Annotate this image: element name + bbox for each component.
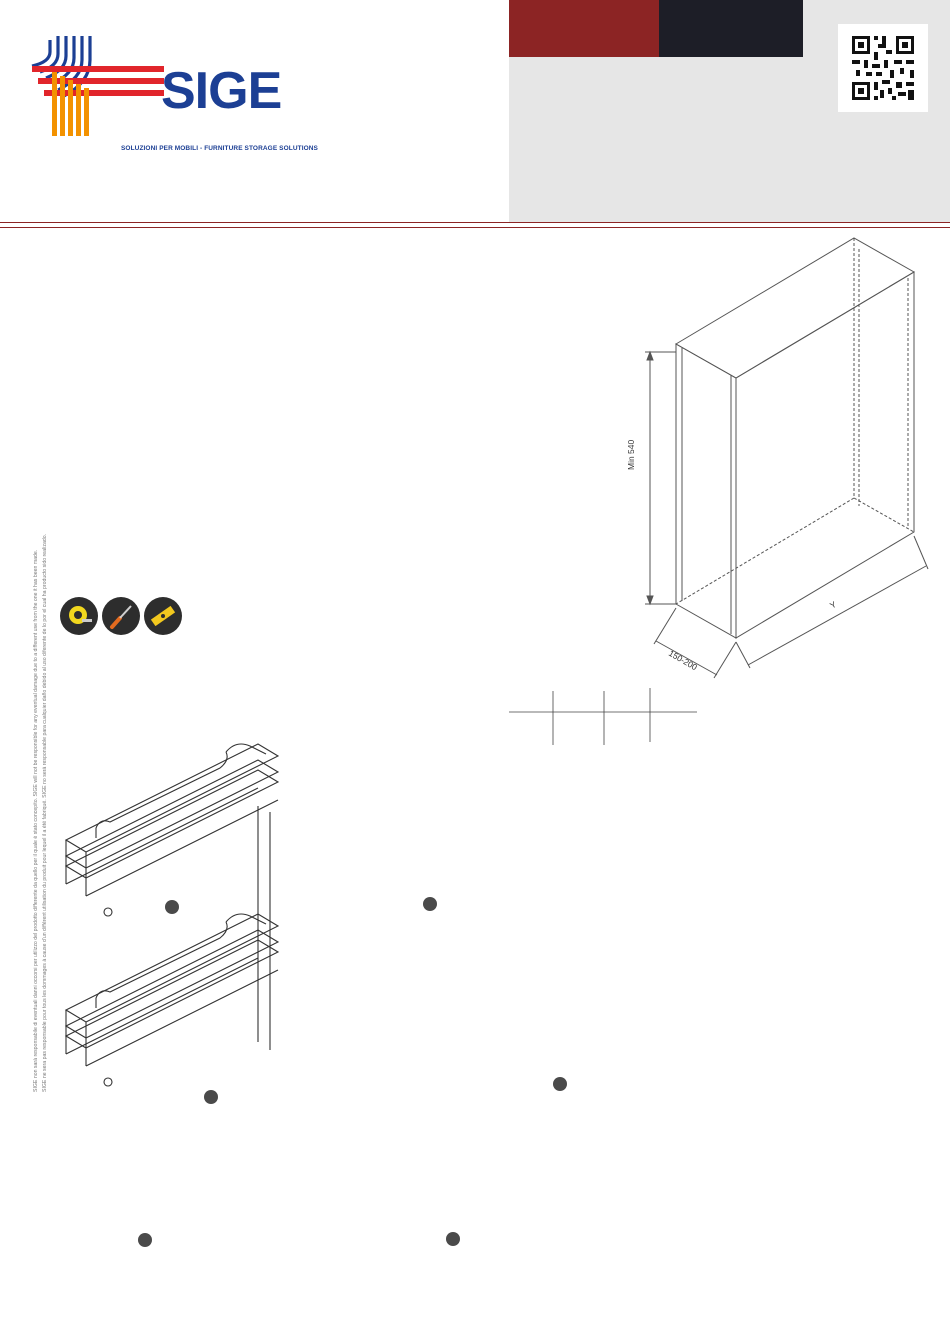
part-marker-dot xyxy=(138,1233,152,1247)
part-marker-dot xyxy=(553,1077,567,1091)
spirit-level-icon xyxy=(144,597,182,635)
header: SIGE SOLUZIONI PER MOBILI - FURNITURE ST… xyxy=(0,0,950,222)
guide-lines xyxy=(509,688,697,745)
header-dark-block xyxy=(659,0,803,57)
header-rule-bottom xyxy=(0,227,950,228)
part-marker-dot xyxy=(204,1090,218,1104)
cabinet-width-label: 150-200 xyxy=(667,648,700,673)
cabinet-depth-label: Y xyxy=(828,599,838,611)
logo-mark: SIGE xyxy=(31,36,282,136)
qr-code[interactable] xyxy=(838,24,928,112)
screwdriver-icon xyxy=(102,597,140,635)
disclaimer-line-1: SIGE non sarà responsabile di eventuali … xyxy=(33,549,39,1092)
disclaimer-line-2: SIGE ne sera pas responsable pour tous l… xyxy=(42,533,48,1092)
qr-code-icon xyxy=(852,36,914,100)
header-rule-top xyxy=(0,222,950,223)
header-red-block xyxy=(509,0,659,57)
part-marker-dot xyxy=(423,897,437,911)
cabinet-height-label: Min 540 xyxy=(626,439,636,470)
part-marker-dot xyxy=(446,1232,460,1246)
sige-logo: SIGE SOLUZIONI PER MOBILI - FURNITURE ST… xyxy=(24,32,318,152)
part-marker-dot xyxy=(165,900,179,914)
disclaimer: SIGE non sarà responsabile di eventuali … xyxy=(32,262,50,1092)
tape-measure-icon xyxy=(60,597,98,635)
logo-wordmark: SIGE xyxy=(161,62,281,120)
basket-set-a xyxy=(64,743,280,1087)
cabinet-drawing xyxy=(645,237,929,679)
logo-tagline: SOLUZIONI PER MOBILI - FURNITURE STORAGE… xyxy=(121,145,318,152)
